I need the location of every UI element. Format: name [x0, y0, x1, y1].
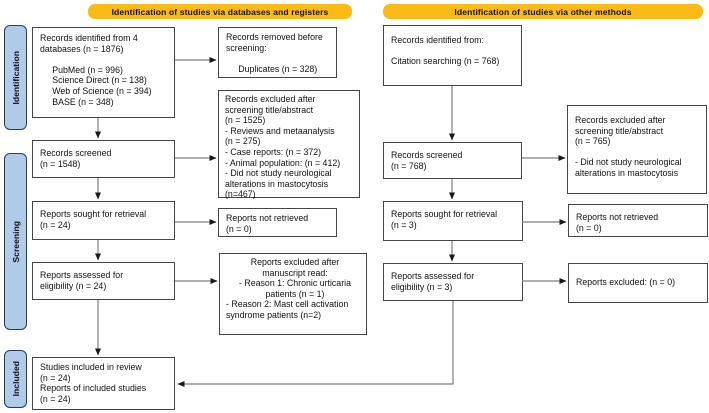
- stage-included: Included: [4, 350, 27, 408]
- box-records-screened-other: Records screened (n = 768): [383, 142, 522, 179]
- stage-screening-label: Screening: [10, 220, 21, 263]
- box-reports-not-retrieved-other: Reports not retrieved (n = 0): [568, 204, 708, 237]
- box-studies-included: Studies included in review (n = 24) Repo…: [32, 357, 175, 410]
- stage-identification-label: Identification: [10, 50, 21, 105]
- box-records-screened-databases: Records screened (n = 1548): [32, 140, 175, 178]
- box-reports-excluded-manuscript: Reports excluded after manuscript read: …: [219, 253, 367, 335]
- box-reports-assessed-databases: Reports assessed for eligibility (n = 24…: [32, 262, 175, 300]
- box-reports-sought-other: Reports sought for retrieval (n = 3): [383, 201, 523, 241]
- box-records-excluded-screening-databases: Records excluded after screening title/a…: [218, 90, 360, 199]
- box-records-excluded-screening-other: Records excluded after screening title/a…: [567, 105, 707, 194]
- box-reports-assessed-other: Reports assessed for eligibility (n = 3): [383, 263, 523, 301]
- box-records-identified-citation: Records identified from: Citation search…: [383, 25, 522, 86]
- box-records-identified-databases: Records identified from 4 databases (n =…: [32, 27, 175, 118]
- stage-included-label: Included: [10, 361, 21, 397]
- header-other-methods: Identification of studies via other meth…: [383, 4, 703, 19]
- header-databases-registers: Identification of studies via databases …: [88, 4, 352, 19]
- reports-excluded-manuscript-left-text: - Reason 2: Mast cell activation syndrom…: [226, 299, 349, 320]
- box-records-removed-before-screening: Records removed before screening: Duplic…: [218, 27, 337, 78]
- box-reports-excluded-other: Reports excluded: (n = 0): [568, 263, 708, 303]
- stage-identification: Identification: [4, 25, 27, 130]
- header-other-methods-label: Identification of studies via other meth…: [454, 6, 632, 17]
- header-databases-registers-label: Identification of studies via databases …: [111, 6, 329, 17]
- box-reports-not-retrieved-databases: Reports not retrieved (n = 0): [218, 208, 337, 237]
- reports-excluded-manuscript-centered-text: Reports excluded after manuscript read: …: [239, 257, 351, 299]
- box-reports-sought-databases: Reports sought for retrieval (n = 24): [32, 201, 175, 240]
- stage-screening: Screening: [4, 153, 27, 330]
